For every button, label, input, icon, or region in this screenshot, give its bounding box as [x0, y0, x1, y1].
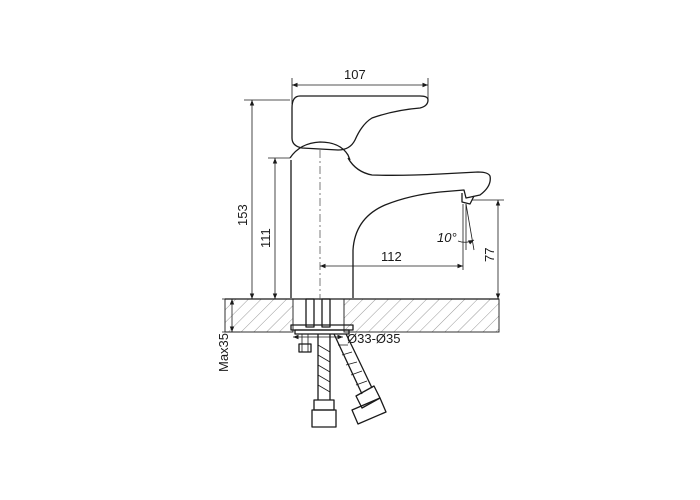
dim-spout-height: 111: [258, 157, 290, 299]
dim-hole-diameter-label: Ø33-Ø35: [347, 331, 400, 346]
dim-outlet-height-label: 77: [482, 248, 497, 262]
countertop: [224, 298, 500, 333]
dim-max-thickness-label: Max35: [216, 333, 231, 372]
faucet-body: [289, 95, 491, 298]
dim-spout-reach-label: 112: [381, 249, 402, 264]
mounting-hardware: [290, 298, 354, 353]
dim-hole-diameter: Ø33-Ø35: [293, 331, 400, 346]
dim-max-thickness: Max35: [216, 298, 240, 372]
supply-hose-right: [333, 333, 387, 425]
dim-spout-reach: 112: [320, 204, 464, 270]
dim-total-height-label: 153: [235, 204, 250, 226]
dim-spout-height-label: 111: [258, 228, 273, 248]
dim-outlet-height: 77: [472, 199, 504, 299]
supply-hose-left: [311, 334, 337, 428]
dim-total-height: 153: [235, 99, 290, 299]
dim-outlet-angle: 10°: [437, 203, 475, 251]
dim-outlet-angle-label: 10°: [437, 230, 457, 245]
dim-handle-width: 107: [291, 67, 429, 104]
dim-handle-width-label: 107: [344, 67, 366, 82]
